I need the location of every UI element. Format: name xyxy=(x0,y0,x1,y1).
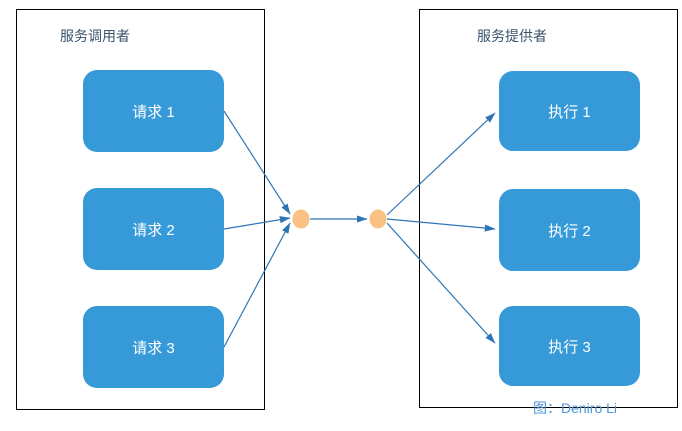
node-request-1: 请求 1 xyxy=(83,70,224,152)
service-provider-panel-title: 服务提供者 xyxy=(477,28,547,44)
node-executor-3-label: 执行 3 xyxy=(548,338,591,356)
node-executor-2-label: 执行 2 xyxy=(548,222,591,240)
node-request-3: 请求 3 xyxy=(83,306,224,388)
caption: 图：Deniro Li xyxy=(533,400,618,416)
service-caller-panel-title: 服务调用者 xyxy=(60,28,130,44)
node-request-2: 请求 2 xyxy=(83,188,224,270)
node-executor-1-label: 执行 1 xyxy=(548,103,591,121)
node-executor-1: 执行 1 xyxy=(499,71,640,151)
hub-dot-right xyxy=(369,209,387,229)
node-request-2-label: 请求 2 xyxy=(132,221,175,239)
hub-dot-left xyxy=(292,209,310,229)
node-executor-3: 执行 3 xyxy=(499,306,640,386)
node-request-1-label: 请求 1 xyxy=(132,103,175,121)
node-executor-2: 执行 2 xyxy=(499,189,640,271)
node-request-3-label: 请求 3 xyxy=(132,339,175,357)
